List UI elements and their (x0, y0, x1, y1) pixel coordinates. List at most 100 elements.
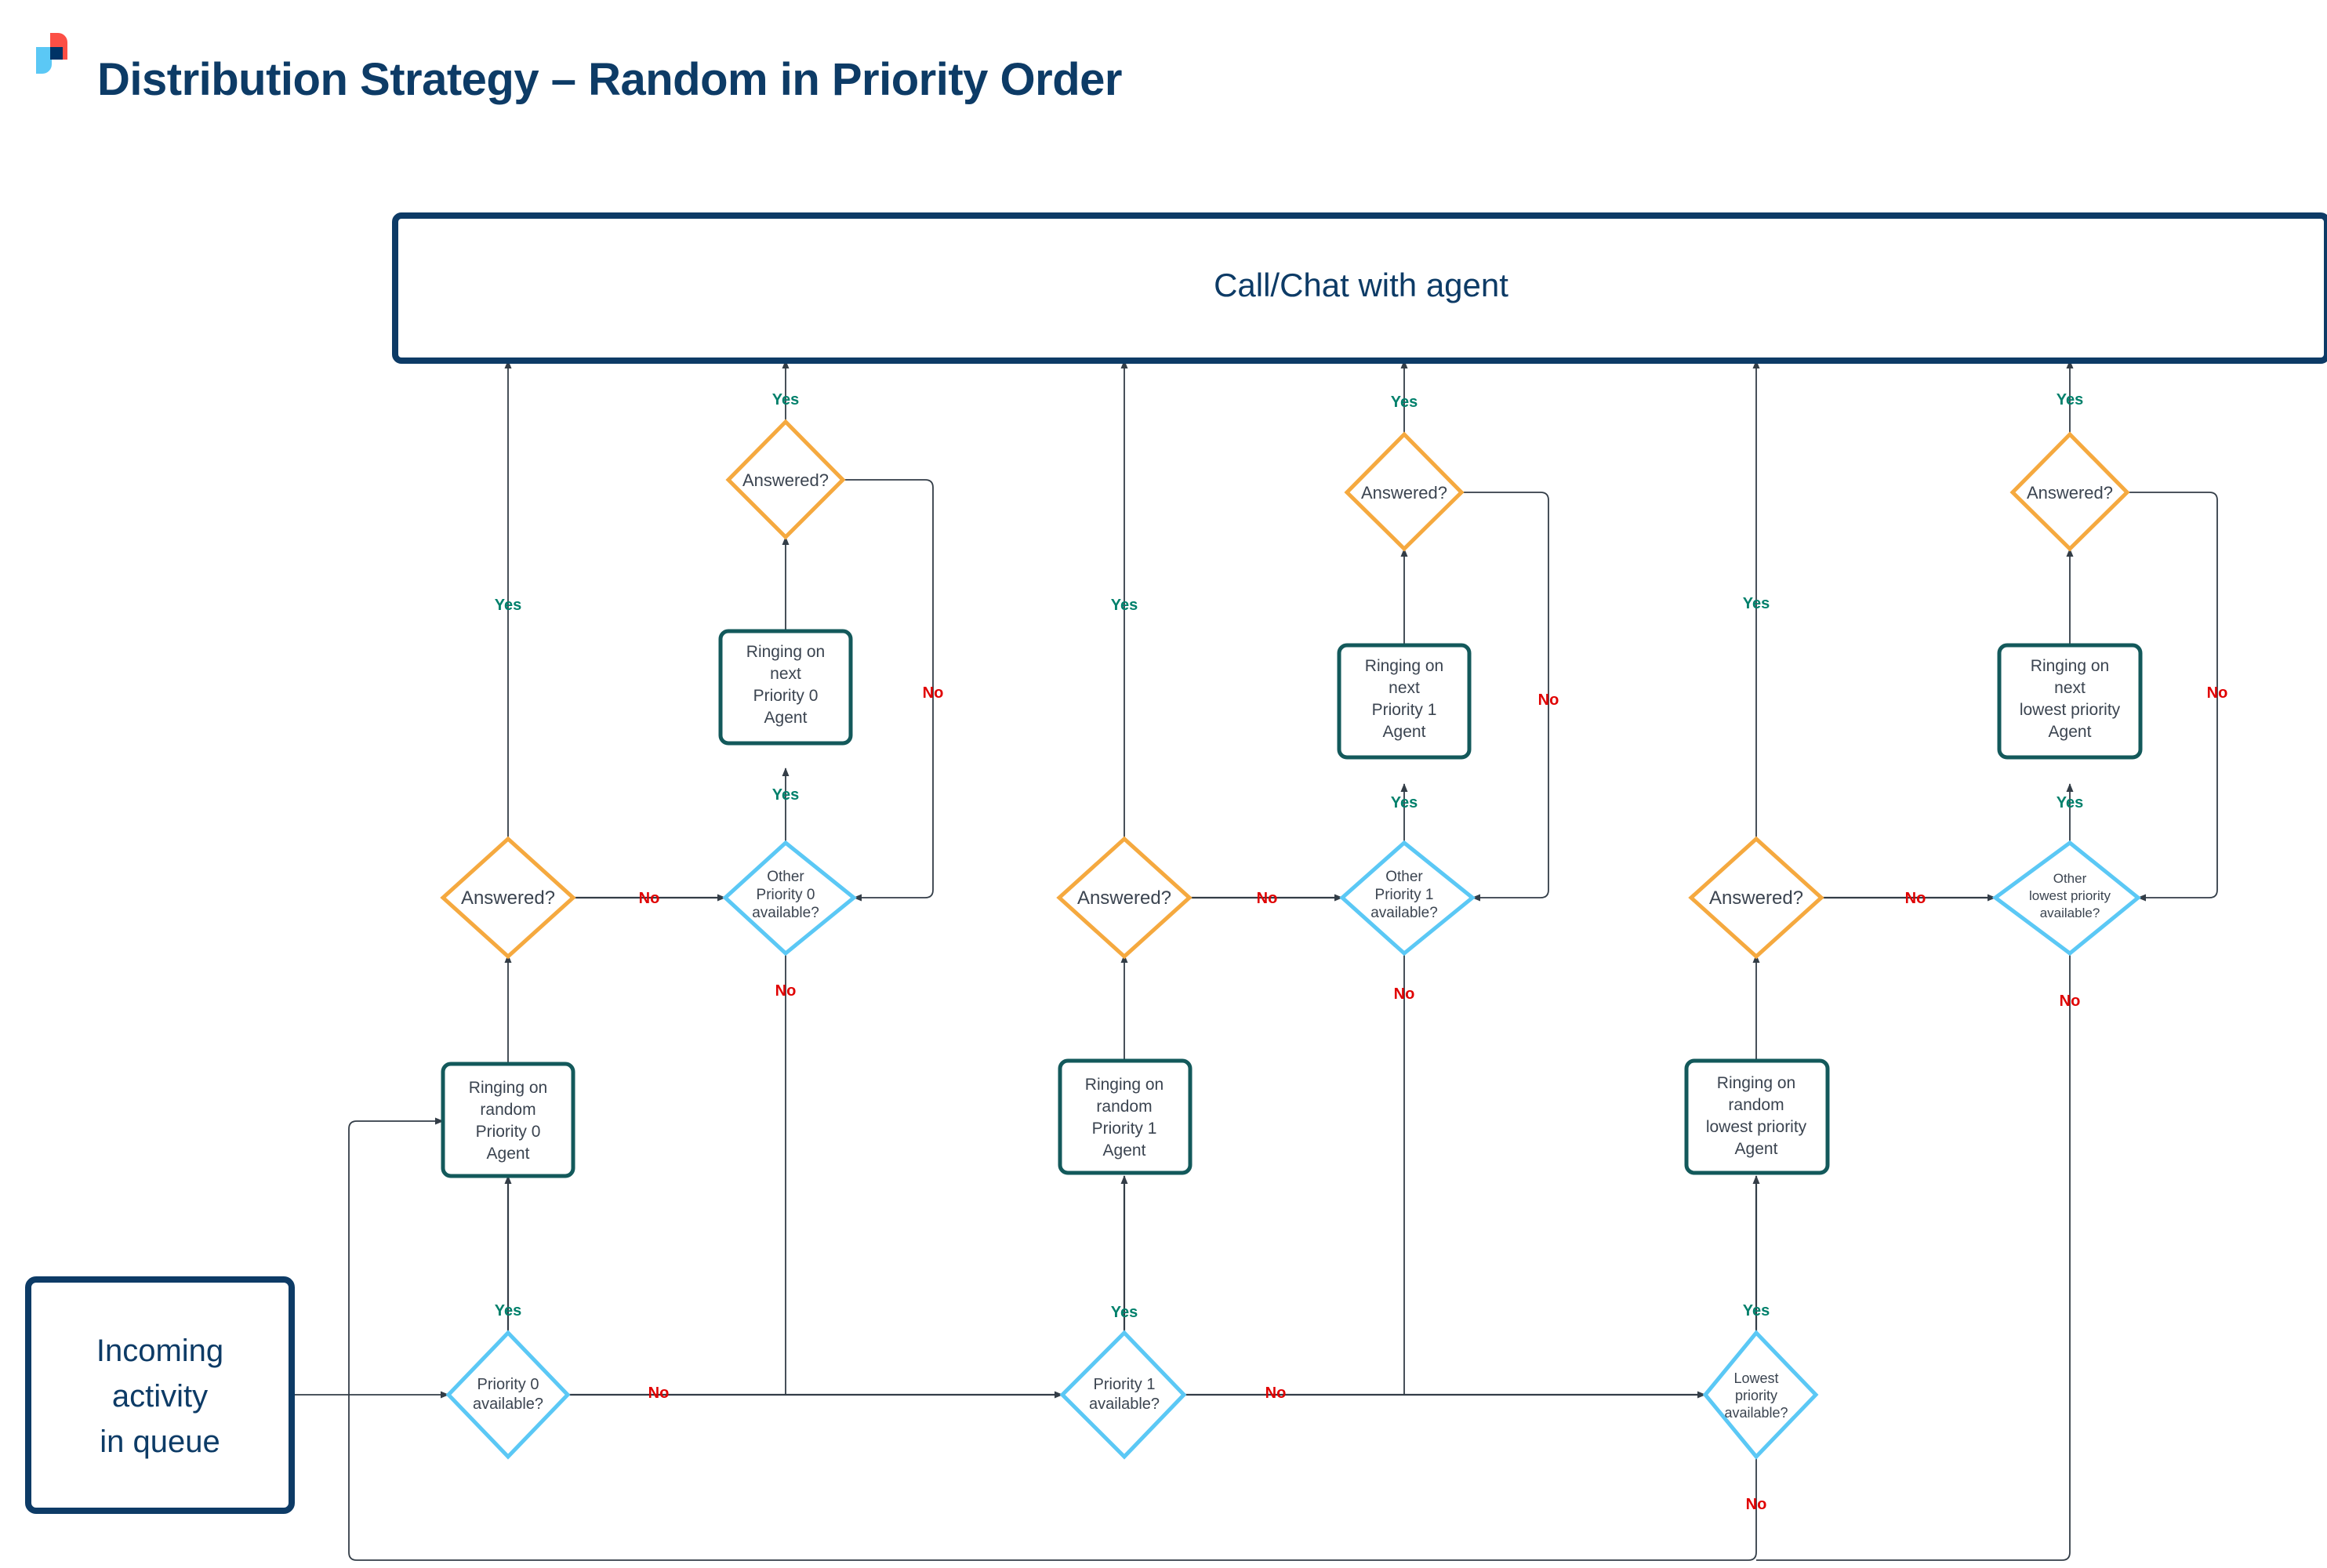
start-label-line3: in queue (100, 1425, 220, 1459)
label-yes-p1available: Yes (1111, 1304, 1138, 1321)
edge-lowestother-no (1756, 953, 2071, 1561)
label-no-lowestother: No (2060, 993, 2081, 1010)
label-no-p0available: No (648, 1385, 670, 1402)
edge-p1answered2-no (1461, 492, 1549, 902)
edge-layer (292, 360, 2218, 1561)
p0-next-ring-line3: Priority 0 (753, 687, 819, 705)
label-no-lowestanswered2: No (2207, 684, 2228, 702)
node-p1-answered-1[interactable]: Answered? (1056, 836, 1193, 960)
lowest-available-line1: Lowest (1733, 1370, 1778, 1386)
p0-available-line1: Priority 0 (477, 1376, 539, 1393)
label-yes-lowestanswered2: Yes (2057, 391, 2083, 408)
node-p1-next-ring[interactable]: Ringing on next Priority 1 Agent (1337, 643, 1472, 760)
lowest-answered-1-label: Answered? (1709, 887, 1803, 909)
p1-next-ring-line3: Priority 1 (1372, 701, 1437, 719)
p0-random-ring-line2: random (480, 1101, 535, 1119)
lowest-random-ring-line4: Agent (1735, 1140, 1778, 1158)
p1-answered-1-label: Answered? (1077, 887, 1171, 909)
p0-random-ring-line1: Ringing on (469, 1079, 547, 1097)
p1-random-ring-line1: Ringing on (1085, 1076, 1164, 1094)
p1-random-ring-line2: random (1096, 1098, 1152, 1116)
company-logo (33, 30, 69, 74)
label-no-p1other: No (1394, 985, 1415, 1003)
node-result-bar[interactable]: Call/Chat with agent (392, 212, 2327, 364)
lowest-random-ring-line1: Ringing on (1717, 1074, 1795, 1092)
node-p1-available[interactable]: Priority 1 available? (1059, 1330, 1187, 1460)
p1-other-line3: available? (1370, 905, 1438, 921)
p1-available-line2: available? (1089, 1396, 1160, 1413)
lowest-answered-2-label: Answered? (2027, 483, 2113, 503)
label-yes-p0available: Yes (495, 1302, 521, 1319)
p1-available-line1: Priority 1 (1094, 1376, 1156, 1393)
label-yes-p1answered2: Yes (1391, 394, 1418, 411)
lowest-other-line2: lowest priority (2029, 888, 2111, 903)
node-lowest-answered-2[interactable]: Answered? (2009, 431, 2130, 552)
start-label-line1: Incoming (96, 1334, 223, 1368)
label-yes-p0answered2: Yes (772, 391, 799, 408)
label-no-p0other: No (775, 982, 797, 1000)
p1-random-ring-line4: Agent (1103, 1142, 1146, 1160)
p0-other-line3: available? (752, 905, 819, 921)
node-p0-other-available[interactable]: Other Priority 0 available? (722, 840, 857, 956)
p0-next-ring-line4: Agent (764, 709, 808, 727)
p0-available-line2: available? (473, 1396, 543, 1413)
lowest-next-ring-line2: next (2054, 679, 2086, 697)
p0-random-ring-line4: Agent (487, 1145, 530, 1163)
lowest-other-line3: available? (2040, 906, 2100, 920)
lowest-next-ring-line1: Ringing on (2031, 657, 2109, 675)
node-p0-available[interactable]: Priority 0 available? (445, 1330, 571, 1460)
edge-lowestavailable-no-loopback (348, 1117, 1757, 1561)
p1-next-ring-line1: Ringing on (1365, 657, 1443, 675)
node-p1-random-ring[interactable]: Ringing on random Priority 1 Agent (1058, 1058, 1193, 1175)
lowest-next-ring-line4: Agent (2049, 723, 2092, 741)
p0-other-line2: Priority 0 (757, 887, 815, 903)
node-lowest-next-ring[interactable]: Ringing on next lowest priority Agent (1997, 643, 2143, 760)
lowest-next-ring-line3: lowest priority (2020, 701, 2121, 719)
node-lowest-random-ring[interactable]: Ringing on random lowest priority Agent (1684, 1058, 1830, 1175)
node-p0-next-ring[interactable]: Ringing on next Priority 0 Agent (718, 629, 853, 746)
p1-random-ring-line3: Priority 1 (1092, 1120, 1157, 1138)
node-lowest-answered-1[interactable]: Answered? (1688, 836, 1824, 960)
label-yes-p1other: Yes (1391, 794, 1418, 811)
node-lowest-available[interactable]: Lowest priority available? (1702, 1330, 1819, 1460)
p1-next-ring-line4: Agent (1383, 723, 1426, 741)
p1-other-line1: Other (1385, 869, 1423, 885)
label-yes-lowestother: Yes (2057, 794, 2083, 811)
p1-next-ring-line2: next (1389, 679, 1420, 697)
p0-next-ring-line2: next (770, 665, 801, 683)
node-p0-answered-2[interactable]: Answered? (725, 419, 846, 540)
label-yes-p0other: Yes (772, 786, 799, 804)
lowest-random-ring-line2: random (1728, 1096, 1784, 1114)
node-p0-answered-1[interactable]: Answered? (440, 836, 576, 960)
lowest-available-line2: priority (1735, 1388, 1777, 1403)
lowest-available-line3: available? (1724, 1405, 1788, 1421)
p0-answered-2-label: Answered? (742, 470, 829, 490)
p0-other-line1: Other (767, 869, 804, 885)
edge-lowestanswered2-no (2127, 492, 2218, 902)
node-lowest-other-available[interactable]: Other lowest priority available? (1991, 840, 2141, 956)
label-yes-p1answered1: Yes (1111, 597, 1138, 614)
p0-random-ring-line3: Priority 0 (476, 1123, 541, 1141)
label-no-p1answered1: No (1257, 890, 1278, 907)
label-no-lowestanswered1: No (1905, 890, 1926, 907)
p1-answered-2-label: Answered? (1361, 483, 1447, 503)
label-yes-lowestavailable: Yes (1743, 1302, 1770, 1319)
edge-label-layer: Yes No Yes No Yes No Yes No Yes No Yes N… (495, 391, 2228, 1513)
logo-icon (36, 33, 67, 74)
node-p1-other-available[interactable]: Other Priority 1 available? (1339, 840, 1476, 956)
result-bar-label: Call/Chat with agent (1214, 267, 1508, 303)
page-title: Distribution Strategy – Random in Priori… (97, 54, 1122, 105)
edge-p0answered2-no (843, 479, 934, 902)
label-no-p0answered2: No (923, 684, 944, 702)
label-no-lowestavailable: No (1746, 1496, 1767, 1513)
lowest-other-line1: Other (2053, 871, 2087, 886)
label-no-p1available: No (1265, 1385, 1287, 1402)
lowest-random-ring-line3: lowest priority (1706, 1118, 1807, 1136)
label-yes-p0answered1: Yes (495, 597, 521, 614)
node-start[interactable]: Incoming activity in queue (25, 1276, 295, 1514)
label-no-p0answered1: No (639, 890, 660, 907)
node-p1-answered-2[interactable]: Answered? (1344, 431, 1465, 552)
p1-other-line2: Priority 1 (1375, 887, 1434, 903)
node-p0-random-ring[interactable]: Ringing on random Priority 0 Agent (441, 1062, 575, 1178)
